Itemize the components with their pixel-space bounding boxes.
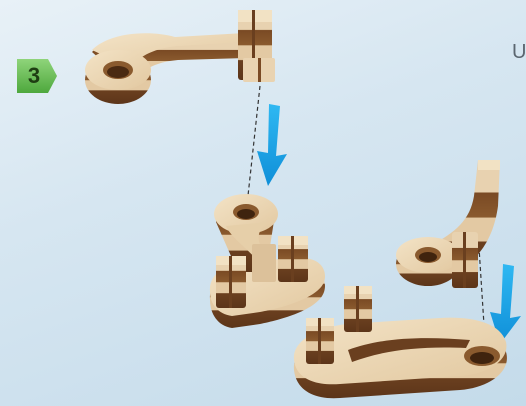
part-bottom-base xyxy=(294,286,507,398)
part-right-lever xyxy=(396,160,500,288)
part-top-lever xyxy=(85,10,275,104)
down-arrow-icon xyxy=(257,104,287,186)
cropped-text: U xyxy=(512,41,526,64)
step-number: 3 xyxy=(17,59,51,93)
step-badge: 3 xyxy=(17,59,57,93)
part-middle-base xyxy=(210,194,325,328)
